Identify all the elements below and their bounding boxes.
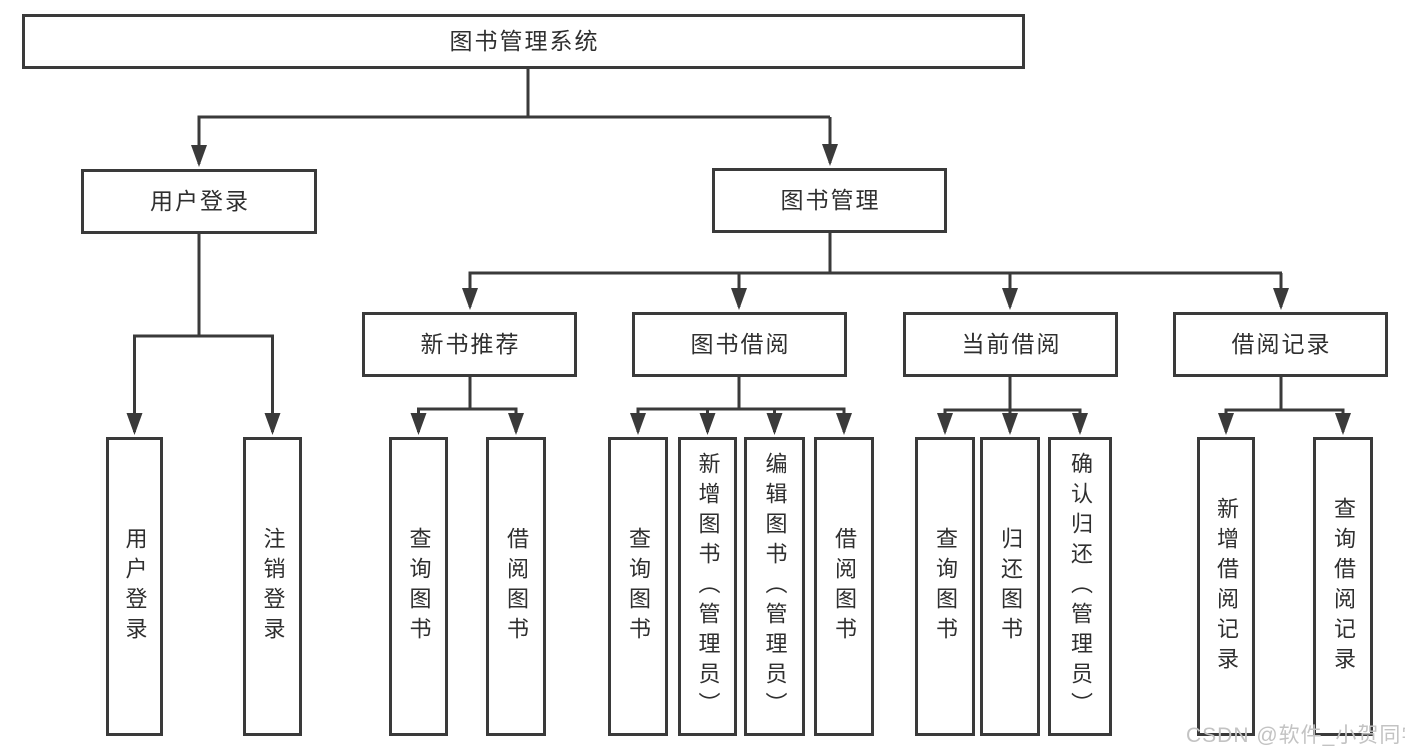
- node-book-management: 图书管理: [712, 168, 947, 233]
- leaf-user-login: 用户登录: [106, 437, 163, 736]
- leaf-borrow-books-2: 借阅图书: [814, 437, 874, 736]
- node-user-login: 用户登录: [81, 169, 317, 234]
- node-current-borrow: 当前借阅: [903, 312, 1118, 377]
- leaf-query-books-3: 查询图书: [915, 437, 975, 736]
- leaf-logout: 注销登录: [243, 437, 302, 736]
- node-new-book-recommend: 新书推荐: [362, 312, 577, 377]
- leaf-confirm-return-admin: 确认归还（管理员）: [1048, 437, 1112, 736]
- leaf-add-book-admin: 新增图书（管理员）: [678, 437, 737, 736]
- node-root: 图书管理系统: [22, 14, 1025, 69]
- node-borrow-records: 借阅记录: [1173, 312, 1388, 377]
- leaf-return-book: 归还图书: [980, 437, 1040, 736]
- leaf-edit-book-admin: 编辑图书（管理员）: [744, 437, 805, 736]
- leaf-borrow-books-1: 借阅图书: [486, 437, 546, 736]
- leaf-query-books-1: 查询图书: [389, 437, 448, 736]
- node-book-borrow: 图书借阅: [632, 312, 847, 377]
- csdn-watermark: CSDN @软件_小贺同学: [1186, 724, 1405, 747]
- leaf-query-borrow-record: 查询借阅记录: [1313, 437, 1373, 736]
- leaf-query-books-2: 查询图书: [608, 437, 668, 736]
- leaf-add-borrow-record: 新增借阅记录: [1197, 437, 1255, 736]
